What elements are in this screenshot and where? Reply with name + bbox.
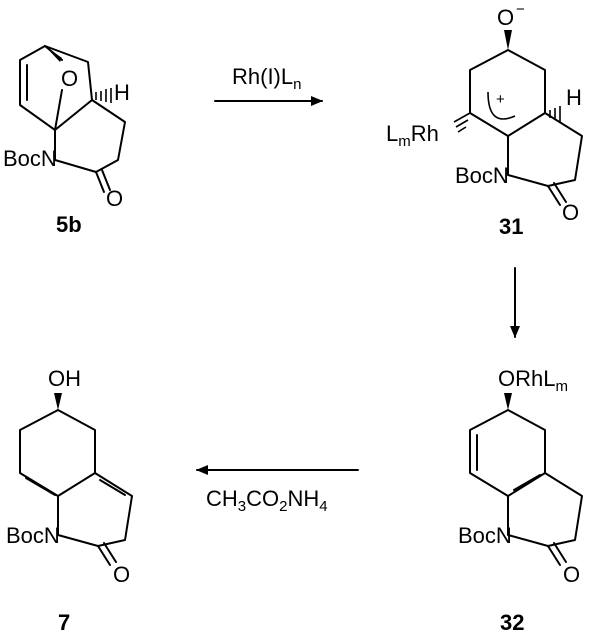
7-oh-label: OH: [48, 366, 81, 391]
31-hashed-h: [549, 106, 561, 122]
5b-bocn-label: BocN: [3, 146, 57, 171]
arrow-3: CH3CO2NH4: [196, 465, 359, 515]
5b-h-label: H: [114, 80, 130, 105]
31-lmrh-label: LmRh: [386, 121, 439, 150]
compound-31: O − + H LmRh BocN O 31: [386, 1, 583, 239]
7-ring-bonds: [19, 409, 133, 547]
31-h-label: H: [566, 85, 582, 110]
7-double-bond-2: [99, 479, 126, 496]
compound-label-32: 32: [500, 610, 524, 635]
7-double-bond-1: [25, 477, 56, 496]
5b-carbonyl-o-label: O: [106, 186, 123, 211]
31-cation-label: +: [496, 91, 505, 108]
31-carbonyl-o-label: O: [562, 200, 579, 225]
5b-ring-bonds: [19, 45, 93, 131]
compound-5b: O H BocN O 5b: [3, 45, 130, 237]
32-bocn-label: BocN: [458, 523, 512, 548]
7-bocn-label: BocN: [6, 523, 60, 548]
31-ring-bonds: [469, 49, 583, 187]
32-wedge-o: [504, 393, 512, 410]
5b-lactam-ring: [54, 99, 126, 173]
compound-32: ORhLm BocN O 32: [458, 366, 583, 635]
5b-oxygen-bridge: [44, 45, 63, 131]
reagent-ammonium-acetate: CH3CO2NH4: [206, 486, 328, 515]
31-allyl-arc: [487, 91, 516, 120]
31-wedge-o: [504, 30, 512, 50]
compound-label-5b: 5b: [56, 212, 82, 237]
7-carbonyl: [97, 542, 117, 566]
reagent-rh: Rh(I)Ln: [232, 64, 301, 93]
32-carbonyl: [547, 542, 567, 566]
5b-hashed-h: [95, 88, 112, 103]
31-charge-label: −: [516, 1, 525, 18]
32-orhlm-label: ORhLm: [498, 366, 568, 395]
32-double-bond-2: [513, 474, 541, 491]
31-rh-hashed: [453, 112, 471, 133]
7-wedge-o: [54, 393, 62, 410]
31-carbonyl: [547, 182, 567, 206]
compound-label-7: 7: [58, 610, 70, 635]
compound-label-31: 31: [499, 214, 523, 239]
31-o-label: O: [497, 5, 514, 30]
compound-7: OH BocN O 7: [6, 366, 133, 635]
32-carbonyl-o-label: O: [563, 562, 580, 587]
5b-carbonyl: [95, 169, 111, 193]
32-ring-bonds: [469, 409, 583, 547]
7-carbonyl-o-label: O: [113, 562, 130, 587]
arrow-1: Rh(I)Ln: [214, 64, 323, 106]
31-bocn-label: BocN: [455, 163, 509, 188]
5b-o-bridge-label: O: [61, 66, 78, 91]
